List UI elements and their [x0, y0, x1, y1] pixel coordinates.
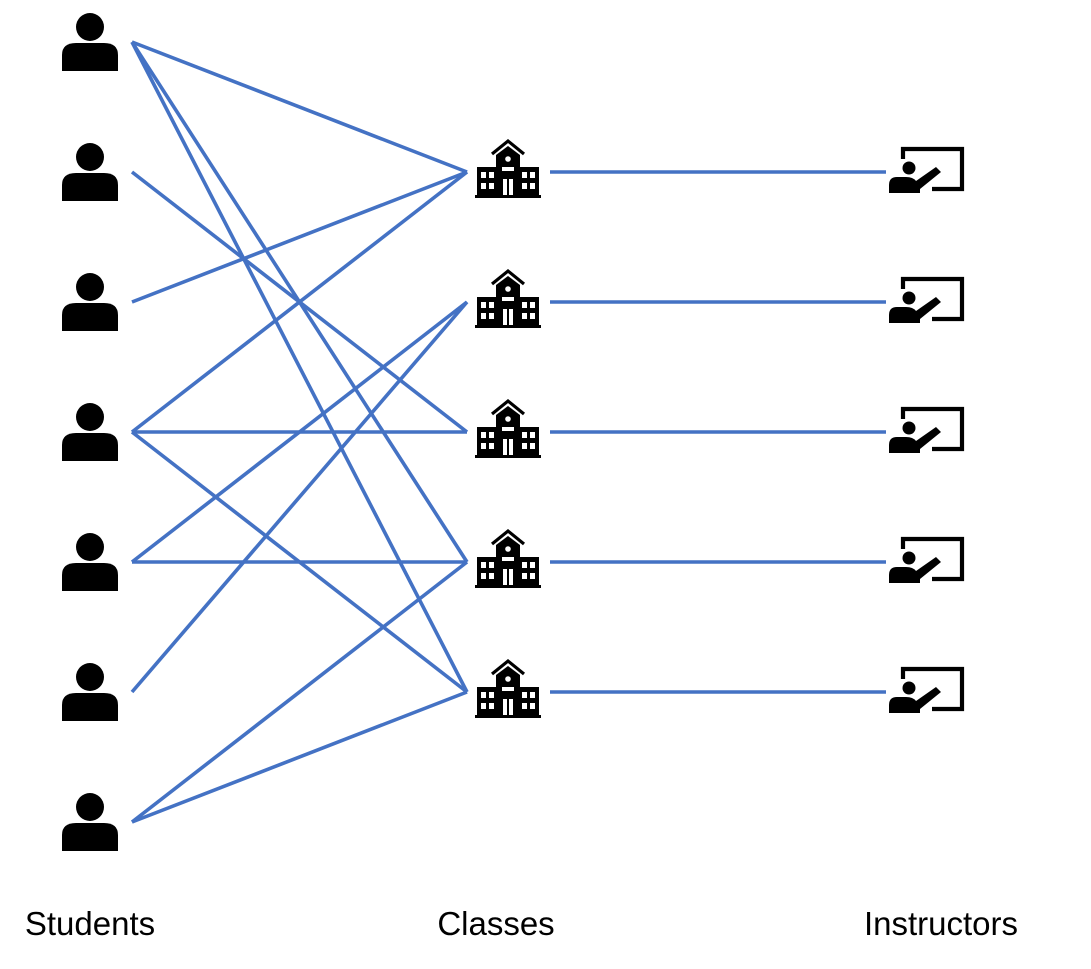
person-icon	[62, 273, 118, 331]
school-building-icon	[473, 529, 543, 590]
school-building-icon	[473, 659, 543, 720]
person-icon	[62, 143, 118, 201]
teacher-at-board-icon	[889, 279, 962, 323]
edge-student-6-class-2	[130, 300, 469, 694]
school-building-icon	[473, 139, 543, 200]
school-building-icon	[473, 399, 543, 460]
person-icon	[62, 533, 118, 591]
teacher-at-board-icon	[889, 149, 962, 193]
person-icon	[62, 13, 118, 71]
edge-student-5-class-2	[130, 300, 469, 564]
person-icon	[62, 403, 118, 461]
edges-group	[130, 40, 886, 824]
edge-student-3-class-1	[131, 170, 468, 304]
teacher-at-board-icon	[889, 669, 962, 713]
person-icon	[62, 793, 118, 851]
teacher-at-board-icon	[889, 409, 962, 453]
teacher-at-board-icon	[889, 539, 962, 583]
edge-student-7-class-5	[131, 690, 468, 824]
edge-student-7-class-4	[130, 560, 469, 824]
school-building-icon	[473, 269, 543, 330]
instructors-column-label: Instructors	[864, 905, 1018, 942]
students-column-label: Students	[25, 905, 155, 942]
classes-column-label: Classes	[437, 905, 554, 942]
edge-student-1-class-5	[130, 41, 469, 693]
edge-student-4-class-1	[130, 170, 469, 434]
edge-student-1-class-1	[131, 40, 468, 174]
person-icon	[62, 663, 118, 721]
